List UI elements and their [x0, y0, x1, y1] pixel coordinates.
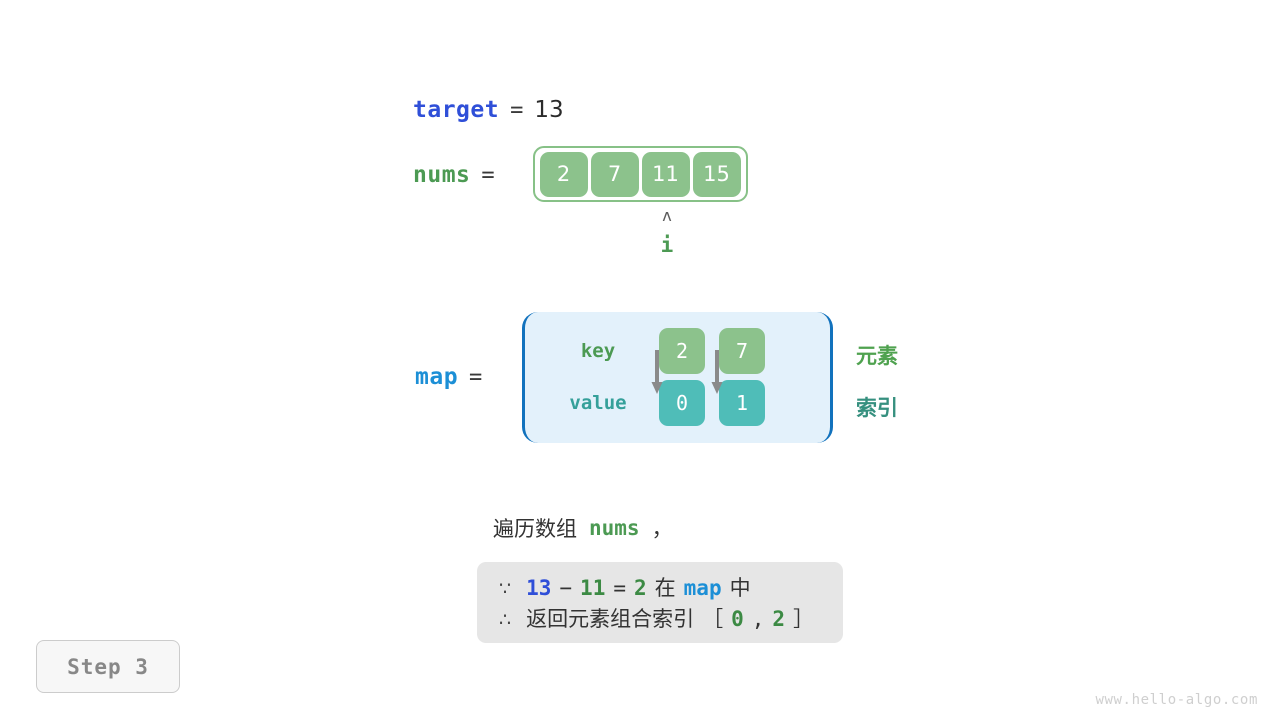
caption-suffix: ，	[651, 517, 673, 541]
map-key-row: key 2 7	[525, 328, 830, 374]
key-to-value-arrow-icon	[651, 350, 663, 394]
conclusion-line-2: ∴ 返回元素组合索引 ［ 0 , 2 ］	[499, 603, 843, 634]
minus-operator: −	[559, 576, 573, 600]
nums-equals-sign: =	[481, 162, 495, 188]
therefore-symbol: ∴	[499, 609, 512, 631]
annotation-element: 元素	[856, 344, 898, 368]
map-value-row: value 0 1	[525, 380, 830, 426]
map-container: key 2 7 value 0 1	[522, 312, 833, 443]
watermark: www.hello-algo.com	[1095, 692, 1258, 708]
index-pointer: ʌ i	[650, 206, 684, 258]
target-value: 13	[534, 97, 564, 123]
map-key-label: key	[580, 340, 616, 362]
map-value-cell: 0	[659, 380, 705, 426]
map-value-cell: 1	[719, 380, 765, 426]
nums-row: nums =	[0, 155, 1280, 199]
nums-variable-label: nums	[413, 162, 471, 188]
key-to-value-arrow-icon	[711, 350, 723, 394]
conclusion-tail-word: 中	[729, 576, 751, 600]
nums-cell: 11	[641, 151, 690, 197]
target-equals-sign: =	[510, 97, 524, 123]
result-index-1: 2	[772, 607, 786, 631]
caption-code: nums	[589, 516, 640, 540]
nums-cell: 15	[692, 151, 741, 197]
step-badge: Step 3	[36, 640, 180, 693]
pointer-label: i	[660, 233, 674, 257]
map-key-cell: 7	[719, 328, 765, 374]
caption-prefix: 遍历数组	[493, 517, 577, 541]
nums-cell: 2	[539, 151, 588, 197]
bracket-open: ［	[702, 607, 724, 631]
map-key-cells: 2 7	[659, 328, 779, 374]
annotation-index: 索引	[856, 396, 898, 420]
nums-array: 2 7 11 15	[533, 146, 748, 202]
equals-operator: =	[613, 576, 626, 600]
conclusion-complement-value: 2	[634, 576, 647, 600]
pointer-caret-icon: ʌ	[662, 206, 672, 225]
map-variable-label: map	[415, 364, 459, 390]
nums-cell: 7	[590, 151, 639, 197]
map-value-cells: 0 1	[659, 380, 779, 426]
conclusion-in-word: 在	[654, 576, 676, 600]
result-comma: ,	[751, 607, 765, 631]
map-label-group: map =	[415, 360, 493, 394]
map-key-cell: 2	[659, 328, 705, 374]
bracket-close: ］	[793, 607, 815, 631]
because-symbol: ∵	[499, 578, 512, 600]
map-equals-sign: =	[469, 364, 483, 390]
conclusion-return-text: 返回元素组合索引	[526, 607, 695, 631]
conclusion-current-value: 11	[580, 576, 606, 600]
conclusion-line-1: ∵ 13 − 11 = 2 在 map 中	[499, 572, 843, 603]
caption-text: 遍历数组 nums ，	[493, 513, 673, 543]
map-value-label: value	[569, 392, 627, 414]
conclusion-map-word: map	[683, 576, 722, 600]
target-row: target = 13	[0, 92, 1280, 128]
result-index-0: 0	[731, 607, 744, 631]
target-variable-label: target	[413, 97, 500, 123]
conclusion-target-value: 13	[526, 576, 552, 600]
conclusion-box: ∵ 13 − 11 = 2 在 map 中 ∴ 返回元素组合索引 ［ 0 , 2…	[477, 562, 843, 643]
